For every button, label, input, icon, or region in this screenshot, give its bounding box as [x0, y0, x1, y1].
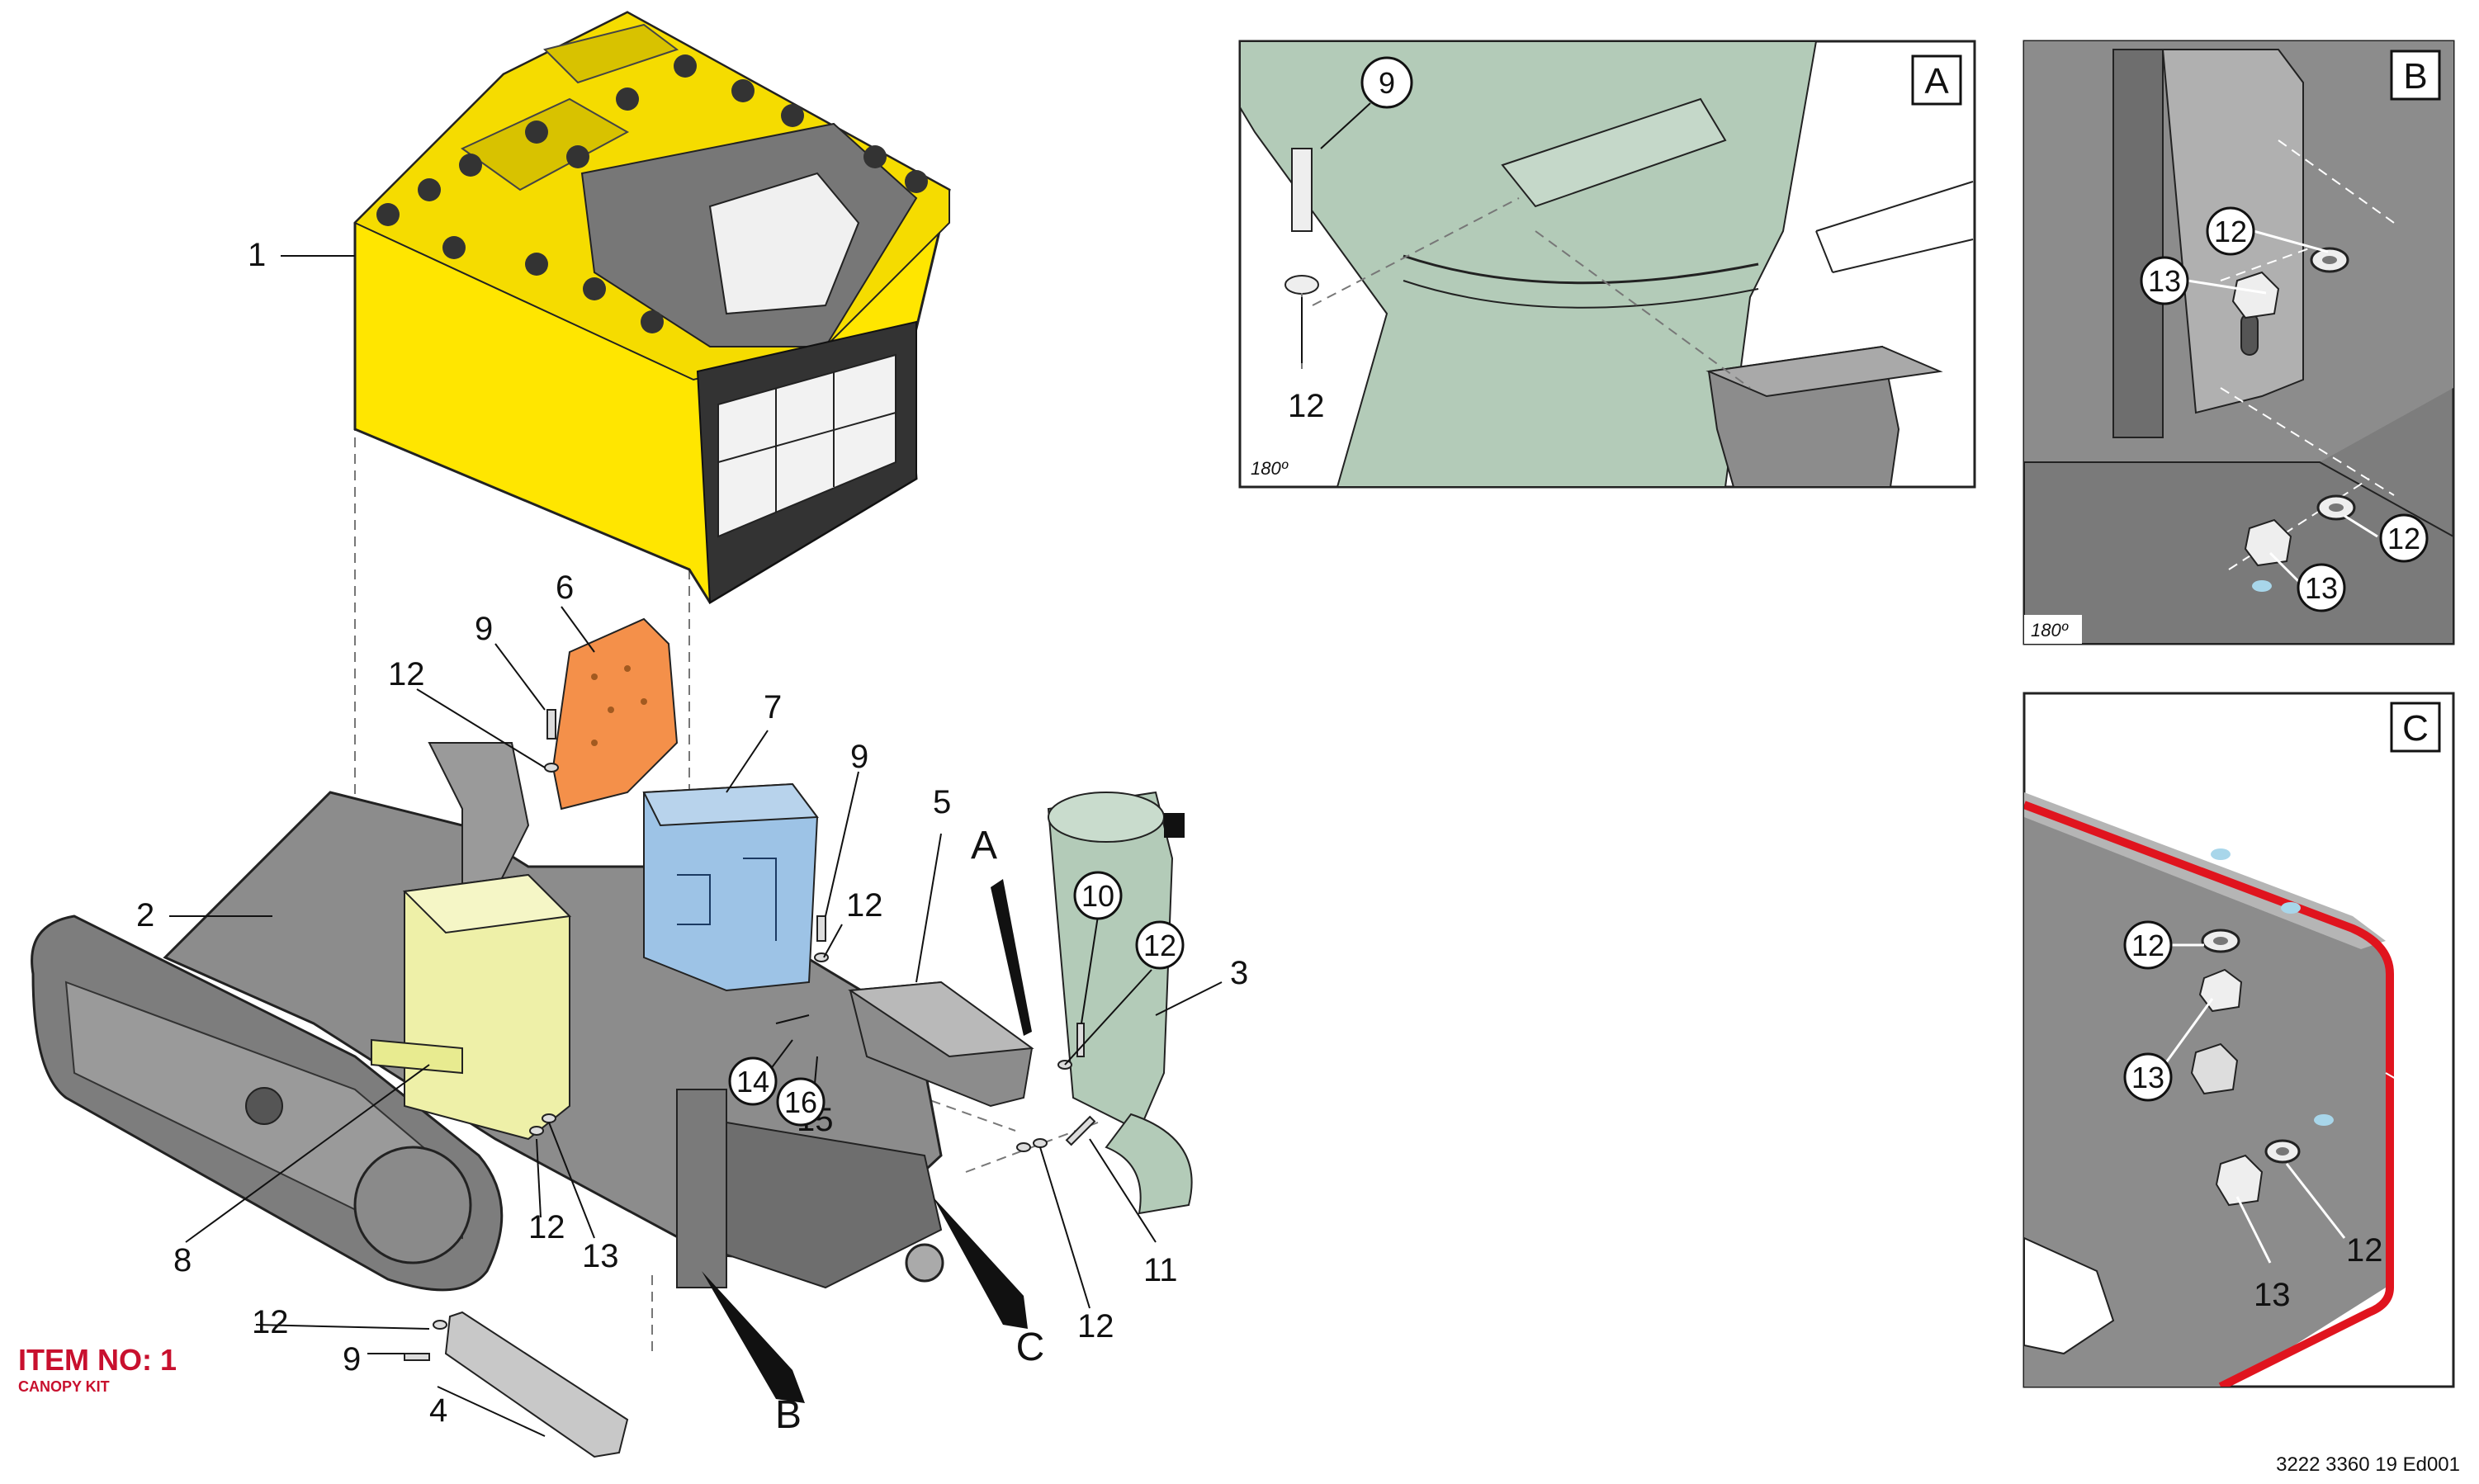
callout-12-upper: 12 [388, 656, 425, 692]
document-reference: 3222 3360 19 Ed001 [2276, 1453, 2460, 1476]
view-pointer-b-letter: B [775, 1393, 802, 1437]
leader-lines [169, 255, 1223, 1437]
detail-b-bubble-12-upper: 12 [2214, 215, 2247, 248]
item-title: ITEM NO: 1 [18, 1343, 177, 1377]
detail-view-a: 9 12 A 180º [1238, 40, 1976, 489]
bubble-10: 10 [1073, 871, 1123, 920]
electrical-box-part-7 [642, 782, 819, 992]
view-pointer-b: B [702, 1271, 805, 1437]
bracket-part-6 [551, 617, 679, 811]
detail-c-bubble-13: 13 [2131, 1061, 2164, 1094]
detail-a-rotation: 180º [1251, 458, 1289, 479]
canopy-part-1 [353, 11, 951, 605]
callout-12-column: 12 [1143, 929, 1176, 962]
callout-12-lower-left: 12 [252, 1304, 289, 1340]
tray-part-5 [848, 981, 1034, 1108]
detail-a-letter: A [1924, 61, 1949, 102]
bubble-16: 16 [776, 1077, 826, 1127]
callout-12-bottom-left: 12 [528, 1209, 565, 1245]
column-part-3 [1047, 791, 1193, 1215]
detail-view-b: 12 13 12 13 B 180º [2022, 40, 2455, 645]
detail-a-callout-12: 12 [1288, 388, 1325, 424]
callout-8: 8 [173, 1242, 192, 1278]
detail-b-bubble-13-upper: 13 [2148, 264, 2181, 298]
callout-9-lower: 9 [343, 1341, 361, 1378]
detail-b-letter: B [2403, 56, 2427, 97]
bubble-12-column: 12 [1135, 920, 1185, 970]
callout-12-mid: 12 [846, 887, 883, 924]
callout-1: 1 [248, 237, 266, 273]
view-pointer-a-letter: A [971, 824, 997, 867]
callout-3: 3 [1230, 955, 1248, 991]
item-subtitle: CANOPY KIT [18, 1378, 110, 1395]
detail-b-bubble-12-lower: 12 [2387, 522, 2420, 555]
module-part-8 [371, 873, 572, 1141]
callout-6: 6 [556, 569, 574, 606]
detail-b-rotation: 180º [2031, 620, 2069, 640]
detail-c-callout-12: 12 [2346, 1232, 2383, 1269]
callout-4: 4 [429, 1392, 447, 1429]
guard-plate-part-4 [444, 1311, 629, 1458]
detail-a-bubble-9: 9 [1379, 66, 1395, 100]
callout-11: 11 [1143, 1252, 1178, 1288]
callout-10: 10 [1081, 879, 1114, 913]
detail-c-callout-13: 13 [2254, 1277, 2291, 1313]
bubble-14: 14 [728, 1056, 778, 1106]
detail-c-letter: C [2402, 708, 2429, 749]
callout-13: 13 [582, 1238, 619, 1274]
detail-c-bubble-12: 12 [2131, 929, 2164, 962]
callout-9-mid: 9 [850, 739, 868, 775]
callout-14: 14 [736, 1065, 769, 1099]
callout-12-right: 12 [1077, 1308, 1114, 1345]
callout-labels: 1 2 3 4 5 6 7 8 9 9 9 12 12 12 12 12 13 … [136, 237, 1248, 1429]
item-label: ITEM NO: 1 CANOPY KIT [18, 1343, 177, 1395]
callout-7: 7 [764, 689, 782, 725]
detail-view-c: 12 13 C 13 12 [2022, 692, 2455, 1388]
view-pointer-c: C [933, 1197, 1044, 1369]
view-pointer-a: A [971, 824, 1032, 1036]
main-exploded-view: 1 2 3 4 5 6 7 8 9 9 9 12 12 12 12 12 13 … [18, 11, 1248, 1458]
view-pointer-c-letter: C [1016, 1326, 1045, 1369]
callout-5: 5 [933, 784, 951, 820]
callout-2: 2 [136, 897, 154, 933]
callout-9-upper: 9 [475, 611, 493, 647]
callout-16: 16 [784, 1085, 817, 1119]
detail-b-bubble-13-lower: 13 [2305, 571, 2338, 605]
